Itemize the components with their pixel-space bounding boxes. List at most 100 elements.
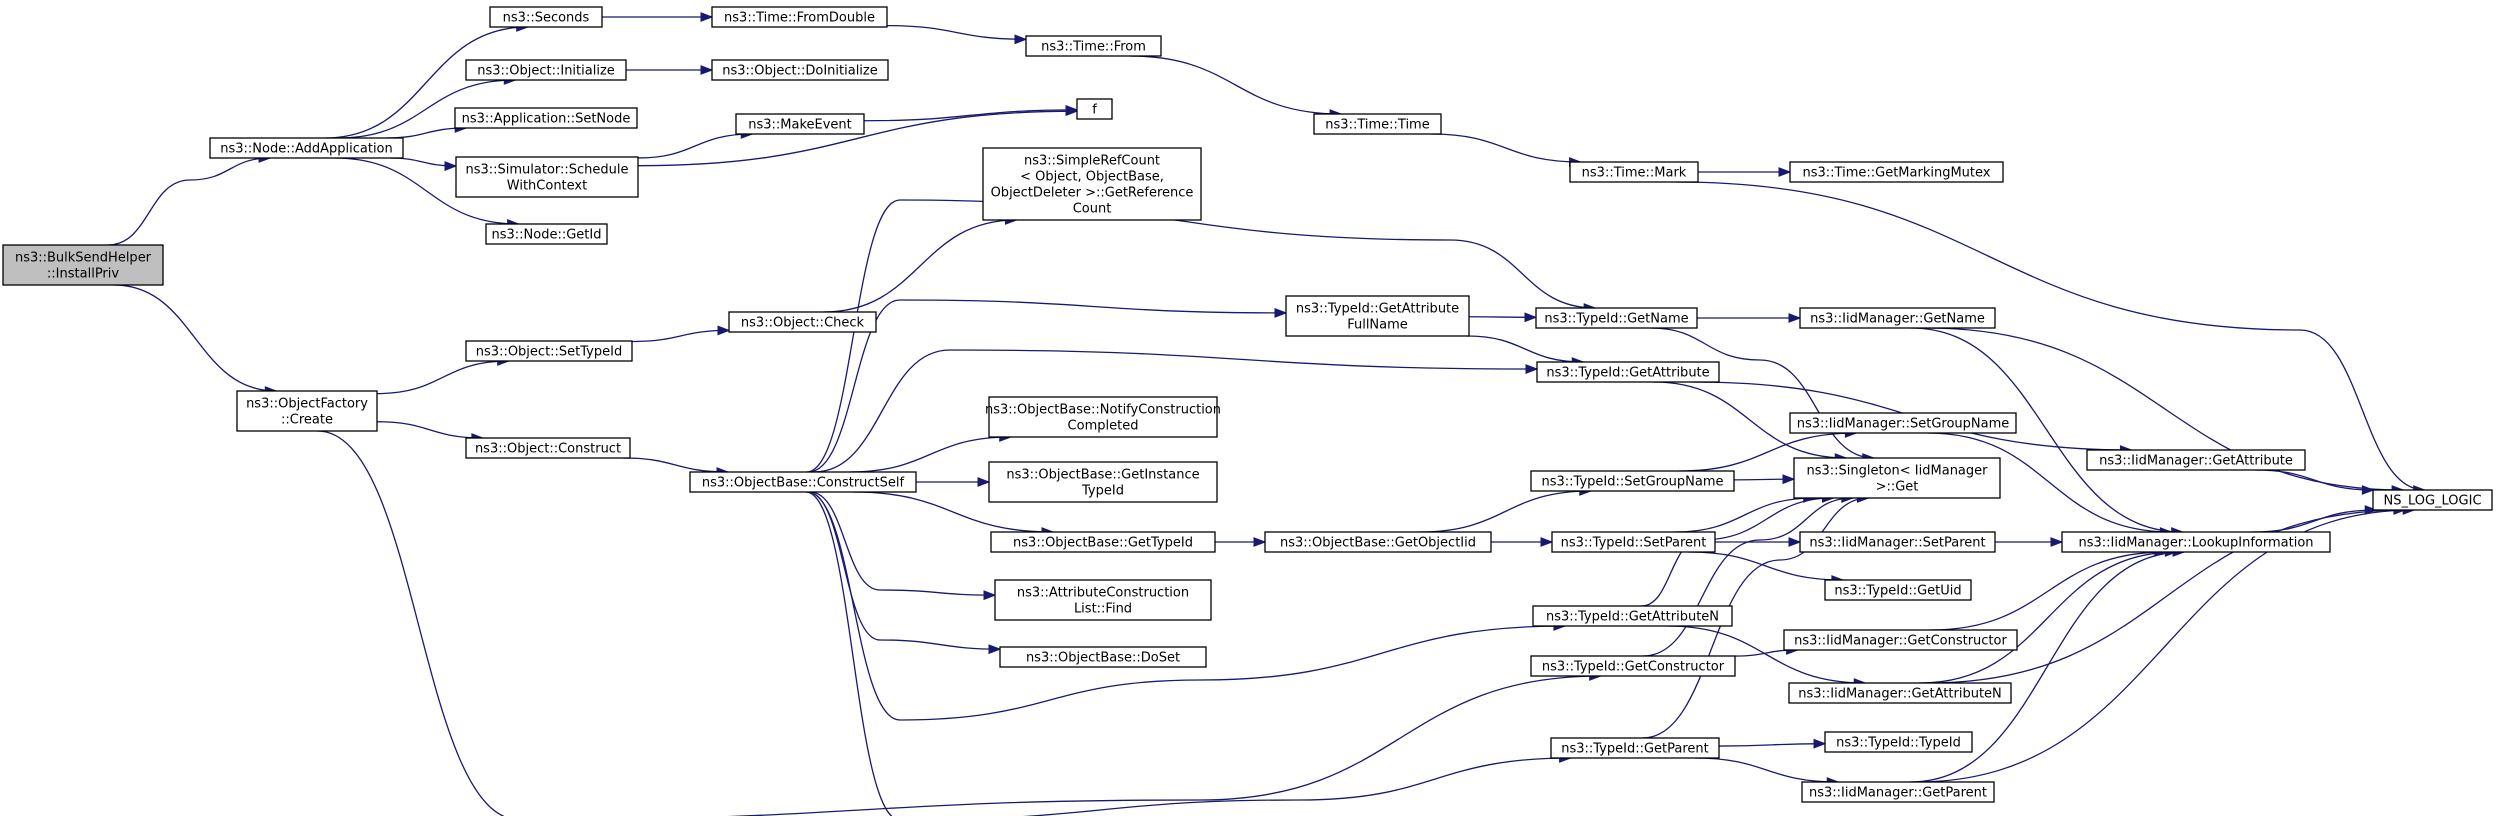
node-simplerefcount[interactable]: ns3::SimpleRefCount< Object, ObjectBase,… — [982, 147, 1202, 221]
node-box — [1799, 307, 1996, 329]
node-typeid-setparent[interactable]: ns3::TypeId::SetParent — [1551, 531, 1716, 553]
edge-seconds-to-time-fromdouble-arrowhead — [700, 12, 714, 22]
node-typeid-getconstructor[interactable]: ns3::TypeId::GetConstructor — [1530, 655, 1736, 677]
node-object-construct[interactable]: ns3::Object::Construct — [465, 437, 631, 459]
edge-time-fromdouble-to-time-from — [886, 24, 1027, 40]
edge-schedule-with-context-to-make-event — [637, 133, 753, 159]
node-typeid-getname[interactable]: ns3::TypeId::GetName — [1535, 307, 1698, 329]
node-box — [1076, 98, 1113, 120]
node-object-check[interactable]: ns3::Object::Check — [728, 311, 877, 333]
node-typeid-getuid[interactable]: ns3::TypeId::GetUid — [1824, 579, 1972, 601]
node-iid-getname[interactable]: ns3::IidManager::GetName — [1799, 307, 1996, 329]
node-ns-log-logic[interactable]: NS_LOG_LOGIC — [2372, 489, 2493, 511]
node-add-application[interactable]: ns3::Node::AddApplication — [209, 137, 404, 159]
node-f[interactable]: f — [1076, 98, 1113, 120]
node-label: ns3::IidManager::GetAttribute — [2099, 454, 2293, 469]
node-application-setnode[interactable]: ns3::Application::SetNode — [454, 107, 638, 129]
node-time-fromdouble[interactable]: ns3::Time::FromDouble — [711, 6, 888, 28]
edge-constructself-to-typeid-getattribute — [814, 349, 1538, 473]
edge-object-settypeid-to-object-check — [631, 329, 730, 343]
edge-typeid-getparent-to-singleton-get — [1642, 497, 1869, 739]
node-time-getmarkingmutex[interactable]: ns3::Time::GetMarkingMutex — [1789, 161, 2004, 183]
node-make-event[interactable]: ns3::MakeEvent — [735, 113, 865, 135]
node-label: ns3::ObjectBase::ConstructSelf — [702, 476, 905, 491]
edge-typeid-getparent-to-typeid-typeid — [1718, 743, 1826, 747]
node-label: ns3::TypeId::GetUid — [1834, 584, 1961, 599]
node-label: ns3::Object::Construct — [475, 442, 621, 457]
node-label: ns3::ObjectFactory — [246, 397, 368, 412]
edge-root-to-object-factory-create — [113, 284, 277, 392]
edge-object-factory-create-to-object-construct — [376, 421, 483, 439]
node-object-doinitialize[interactable]: ns3::Object::DoInitialize — [711, 59, 889, 81]
node-time-time[interactable]: ns3::Time::Time — [1313, 113, 1442, 135]
node-iid-lookupinformation[interactable]: ns3::IidManager::LookupInformation — [2061, 531, 2331, 553]
edge-constructself-to-typeid-getattribute-arrowhead — [1525, 364, 1539, 374]
edge-typeid-getattribute-to-singleton-get — [1653, 381, 1847, 459]
node-seconds[interactable]: ns3::Seconds — [489, 6, 603, 28]
node-iid-getconstructor[interactable]: ns3::IidManager::GetConstructor — [1783, 629, 2018, 651]
node-box — [994, 579, 1212, 621]
node-iid-getattributen[interactable]: ns3::IidManager::GetAttributeN — [1788, 682, 2012, 704]
node-singleton-get[interactable]: ns3::Singleton< IidManager>::Get — [1793, 457, 2001, 499]
edge-getobjectiid-to-typeid-setgroupname — [1419, 490, 1591, 533]
node-typeid-getparent[interactable]: ns3::TypeId::GetParent — [1550, 737, 1720, 759]
node-typeid-typeid[interactable]: ns3::TypeId::TypeId — [1824, 731, 1973, 753]
node-root[interactable]: ns3::BulkSendHelper::InstallPriv — [2, 244, 164, 286]
node-objectbase-doset[interactable]: ns3::ObjectBase::DoSet — [999, 646, 1207, 668]
node-label: ns3::TypeId::GetParent — [1561, 742, 1709, 757]
call-nodes: ns3::BulkSendHelper::InstallPriv ns3::Nod… — [2, 6, 2493, 803]
node-iid-setgroupname[interactable]: ns3::IidManager::SetGroupName — [1789, 412, 2017, 434]
edge-typeid-getparent-to-iid-getparent — [1694, 757, 1839, 783]
node-time-from[interactable]: ns3::Time::From — [1025, 35, 1162, 57]
node-box — [1536, 361, 1720, 383]
node-objectbase-gettypeid[interactable]: ns3::ObjectBase::GetTypeId — [990, 531, 1216, 553]
node-label: Count — [1073, 202, 1112, 217]
node-box — [1535, 307, 1698, 329]
node-iid-getattribute[interactable]: ns3::IidManager::GetAttribute — [2086, 449, 2306, 471]
node-box — [455, 156, 639, 198]
node-typeid-getattributen[interactable]: ns3::TypeId::GetAttributeN — [1532, 605, 1733, 627]
node-typeid-getattribute[interactable]: ns3::TypeId::GetAttribute — [1536, 361, 1720, 383]
node-object-settypeid[interactable]: ns3::Object::SetTypeId — [465, 340, 633, 362]
edge-root-to-add-application — [108, 157, 271, 246]
node-node-getid[interactable]: ns3::Node::GetId — [485, 223, 608, 245]
node-object-initialize[interactable]: ns3::Object::Initialize — [465, 59, 627, 81]
edge-typeid-setparent-to-iid-setparent-arrowhead — [1788, 537, 1802, 547]
node-notify-construction[interactable]: ns3::ObjectBase::NotifyConstructionCompl… — [985, 396, 1221, 438]
edge-constructself-to-getattribute-fullname-arrowhead — [1274, 308, 1288, 318]
node-box — [1793, 457, 2001, 499]
edge-time-from-to-time-time — [1129, 55, 1342, 115]
node-label: ns3::IidManager::GetName — [1810, 312, 1985, 327]
node-label: TypeId — [1081, 484, 1124, 499]
edge-constructself-to-notify-construction — [849, 436, 1011, 473]
node-box — [2372, 489, 2493, 511]
node-iid-getparent[interactable]: ns3::IidManager::GetParent — [1801, 781, 1995, 803]
edge-constructself-to-objectbase-doset — [807, 491, 1001, 650]
node-constructself[interactable]: ns3::ObjectBase::ConstructSelf — [689, 471, 917, 493]
node-box — [999, 646, 1207, 668]
node-object-factory-create[interactable]: ns3::ObjectFactory::Create — [236, 390, 378, 432]
node-box — [1264, 531, 1492, 553]
node-getobjectiid[interactable]: ns3::ObjectBase::GetObjectIid — [1264, 531, 1492, 553]
edge-time-time-to-time-mark — [1430, 133, 1581, 163]
node-label: ns3::Node::GetId — [492, 228, 602, 243]
node-box — [465, 340, 633, 362]
edge-constructself-to-objectbase-doset-arrowhead — [988, 644, 1002, 655]
edge-iid-getparent-to-ns-log-logic — [1916, 509, 2415, 783]
node-typeid-setgroupname[interactable]: ns3::TypeId::SetGroupName — [1530, 470, 1735, 492]
edge-add-application-to-node-getid — [334, 157, 519, 225]
node-box — [1788, 682, 2012, 704]
node-box — [1551, 531, 1716, 553]
node-box — [728, 311, 877, 333]
node-label: ns3::MakeEvent — [748, 118, 852, 133]
node-time-mark[interactable]: ns3::Time::Mark — [1569, 161, 1699, 183]
node-label: ns3::TypeId::GetAttributeN — [1546, 610, 1719, 625]
node-iid-setparent[interactable]: ns3::IidManager::SetParent — [1799, 531, 1996, 553]
node-label: ns3::Time::Time — [1325, 118, 1429, 133]
node-label: ns3::IidManager::LookupInformation — [2078, 536, 2313, 551]
